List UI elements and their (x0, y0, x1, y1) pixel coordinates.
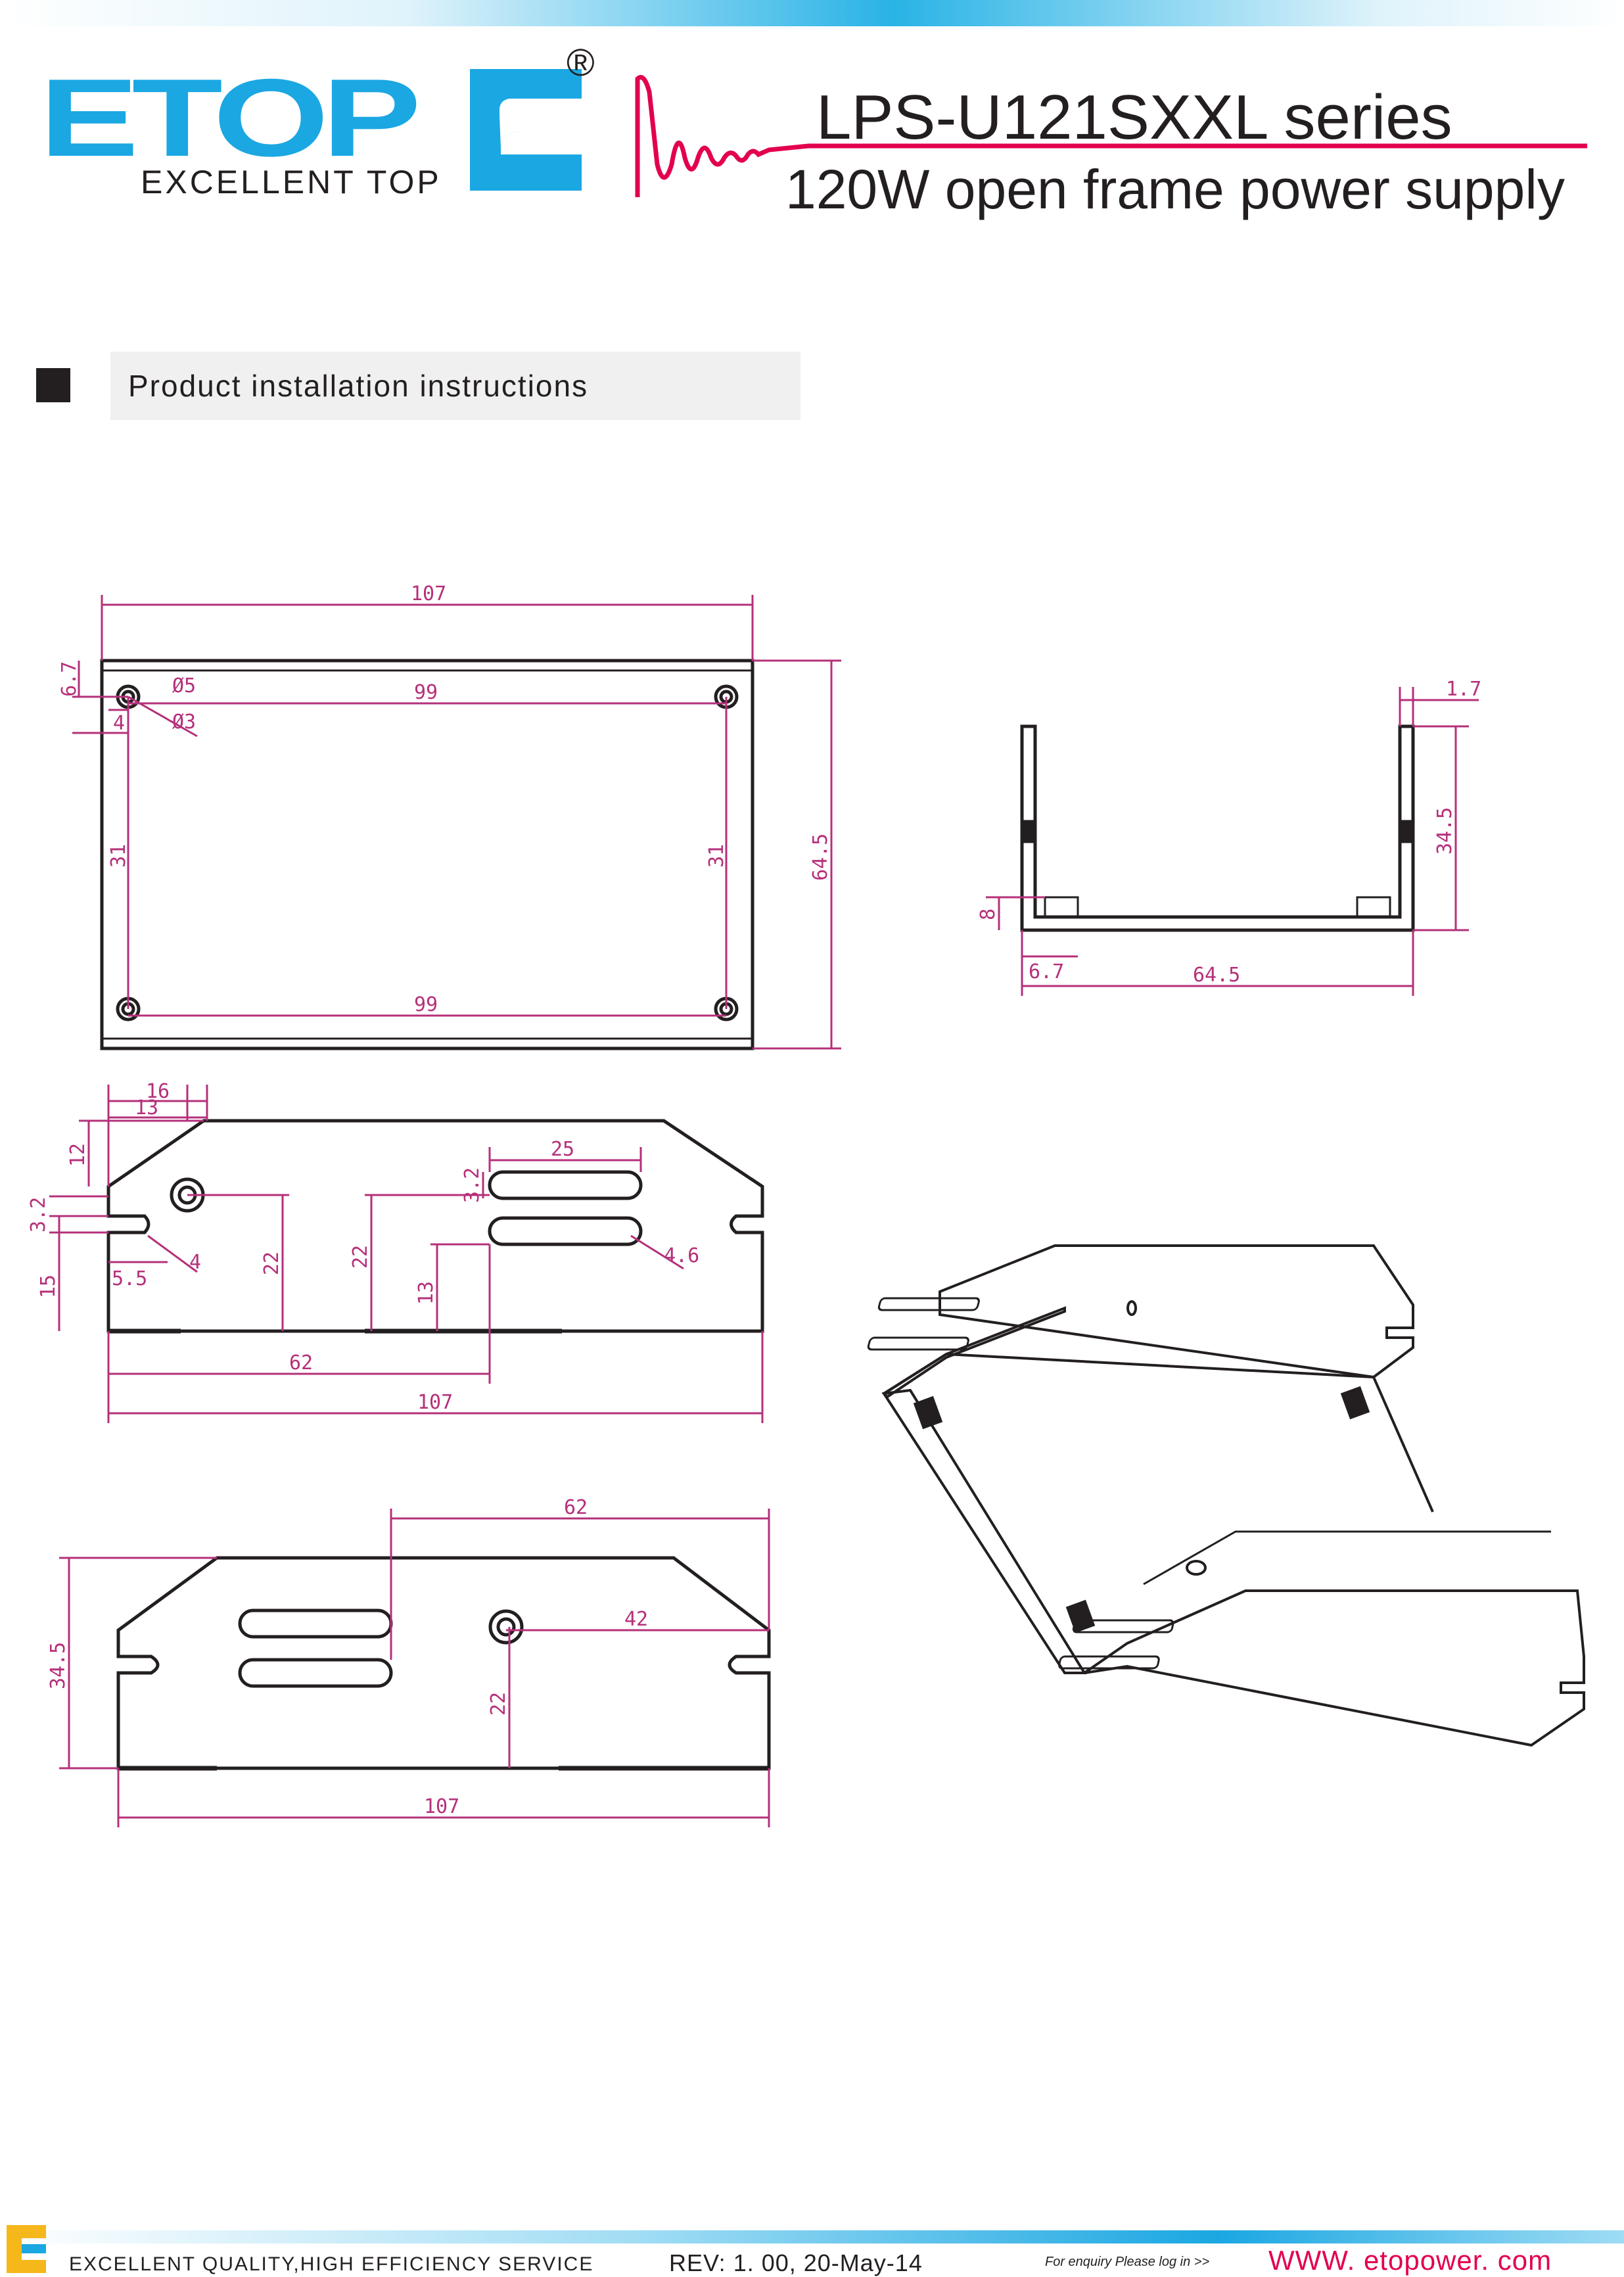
dim-hole-dia-b: Ø3 (172, 711, 196, 734)
dim-top-offset: 6.7 (58, 661, 81, 697)
dim-sv2-height: 34.5 (47, 1642, 70, 1689)
dim-sv1-b: 13 (135, 1096, 158, 1119)
dim-sv1-h: 22 (260, 1252, 283, 1275)
dim-left-span: 31 (107, 844, 130, 868)
dim-end-width: 64.5 (1193, 964, 1240, 987)
dim-sv1-total: 107 (417, 1391, 453, 1414)
top-view-outline (100, 659, 754, 1050)
footer-slogan: EXCELLENT QUALITY,HIGH EFFICIENCY SERVIC… (69, 2253, 594, 2275)
dim-sv1-j: 13 (415, 1281, 438, 1305)
dim-inset: 6.7 (1029, 960, 1064, 983)
isometric-view (867, 1244, 1585, 1747)
revision-date: REV: 1. 00, 20-May-14 (669, 2249, 923, 2276)
mount-hole-icon (488, 1609, 524, 1645)
dim-sv1-g: 4 (189, 1251, 201, 1274)
dim-sv1-mid: 62 (289, 1351, 313, 1374)
dim-sv1-a: 16 (146, 1080, 170, 1103)
dim-sv2-hole: 42 (624, 1608, 648, 1631)
header-gradient-band (0, 0, 1624, 26)
dim-sv1-c: 12 (66, 1143, 89, 1167)
footer-gradient-band (0, 2230, 1624, 2243)
dim-end-height: 34.5 (1433, 807, 1456, 855)
dim-sv1-f: 5.5 (112, 1267, 147, 1290)
installation-drawing: 107 6.7 Ø5 Ø3 4 99 99 31 31 64.5 1.7 34.… (27, 582, 1585, 1827)
dim-sv1-k: 3.2 (461, 1167, 484, 1203)
end-view-outline (1020, 724, 1415, 932)
dim-sv1-slot: 25 (551, 1138, 574, 1161)
dim-sv2-hole-v: 22 (487, 1692, 510, 1716)
registered-mark: ® (567, 41, 595, 84)
dim-sv2-total: 107 (424, 1795, 459, 1818)
dim-overall-length: 107 (411, 582, 446, 605)
enquiry-note: For enquiry Please log in >> (1045, 2255, 1210, 2269)
brand-logo-text: ETOP (39, 56, 421, 179)
dim-sv1-e: 15 (37, 1275, 60, 1298)
website-link[interactable]: WWW. etopower. com (1268, 2245, 1552, 2276)
dim-hole-dia-a: Ø5 (172, 674, 196, 697)
brand-e-logo-icon (470, 69, 582, 191)
series-title: LPS-U121SXXL series (816, 82, 1452, 153)
dim-sv1-d: 3.2 (27, 1197, 50, 1232)
dim-overall-width: 64.5 (809, 833, 832, 881)
dim-right-span: 31 (705, 844, 728, 868)
dim-hole-pitch-bottom: 99 (414, 993, 438, 1016)
section-title-bar (110, 352, 800, 420)
dim-hole-pitch-top: 99 (414, 681, 438, 704)
dim-sv1-slot-r: 4.6 (664, 1244, 699, 1267)
product-subtitle: 120W open frame power supply (785, 158, 1565, 220)
pulse-waveform-icon (635, 75, 1587, 197)
dim-foot: 8 (977, 908, 1000, 920)
dim-side-offset: 4 (113, 712, 125, 735)
dim-sv1-i: 22 (349, 1245, 372, 1269)
brand-tagline: EXCELLENT TOP (141, 164, 442, 200)
black-square-icon (36, 368, 70, 402)
section-title: Product installation instructions (128, 369, 589, 403)
brand-e-logo-icon (7, 2225, 46, 2273)
dim-sv2-top: 62 (564, 1496, 588, 1519)
dim-wall: 1.7 (1446, 678, 1481, 701)
side-view-2-outline (116, 1556, 771, 1770)
